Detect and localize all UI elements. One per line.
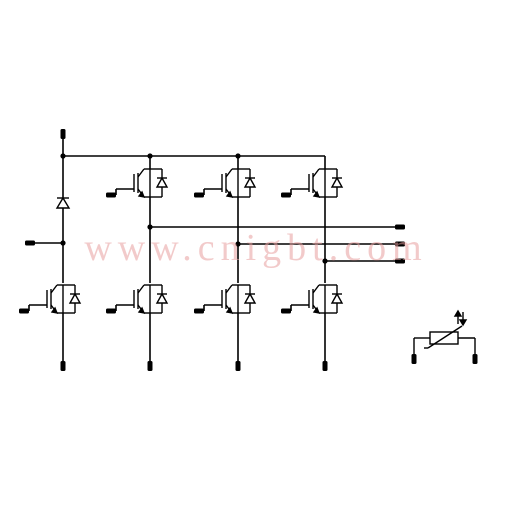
ntc-arrow-head [458,319,468,327]
igbt-with-diode [29,284,82,314]
igbt-with-diode [291,284,344,314]
diode-triangle [155,292,169,304]
diode-triangle [68,292,82,304]
ntc-thermistor [413,309,476,354]
terminal-pin [19,308,29,314]
collector-lead [137,168,145,178]
igbt-with-diode [204,168,257,198]
emitter-arrow [50,306,59,314]
diode-triangle [243,292,257,304]
junction-dot [60,240,66,246]
terminal-pin [472,354,478,364]
junction-dot [235,241,241,247]
diode-triangle [330,292,344,304]
emitter-arrow [225,306,234,314]
emitter-arrow [225,190,234,198]
collector-lead [50,284,58,294]
diode-triangle [243,176,257,188]
terminal-pin [395,241,405,247]
terminal-pin [281,192,291,198]
terminal-pin [235,361,241,371]
terminal-pin [106,192,116,198]
collector-lead [312,168,320,178]
terminal-pin [194,192,204,198]
terminal-pin [25,240,35,246]
collector-lead [225,168,233,178]
ntc-slash [427,325,463,349]
terminal-pin [147,361,153,371]
collector-lead [225,284,233,294]
terminal-pin [194,308,204,314]
terminal-pin [395,224,405,230]
junction-dot [60,153,66,159]
terminal-pin [411,354,417,364]
junction-dot [322,258,328,264]
emitter-arrow [137,190,146,198]
rectifier-diode-triangle [55,196,71,209]
collector-lead [312,284,320,294]
igbt-with-diode [116,284,169,314]
terminal-pin [106,308,116,314]
terminal-pin [60,129,66,139]
terminal-pin [60,361,66,371]
diode-triangle [330,176,344,188]
junction-dot [147,153,153,159]
terminal-pin [281,308,291,314]
collector-lead [137,284,145,294]
junction-dot [147,224,153,230]
ntc-arrow-head [453,309,463,317]
junction-dot [235,153,241,159]
emitter-arrow [312,306,321,314]
diode-triangle [155,176,169,188]
emitter-arrow [137,306,146,314]
emitter-arrow [312,190,321,198]
igbt-with-diode [291,168,344,198]
terminal-pin [322,361,328,371]
igbt-with-diode [204,284,257,314]
igbt-with-diode [116,168,169,198]
terminal-pin [395,258,405,264]
